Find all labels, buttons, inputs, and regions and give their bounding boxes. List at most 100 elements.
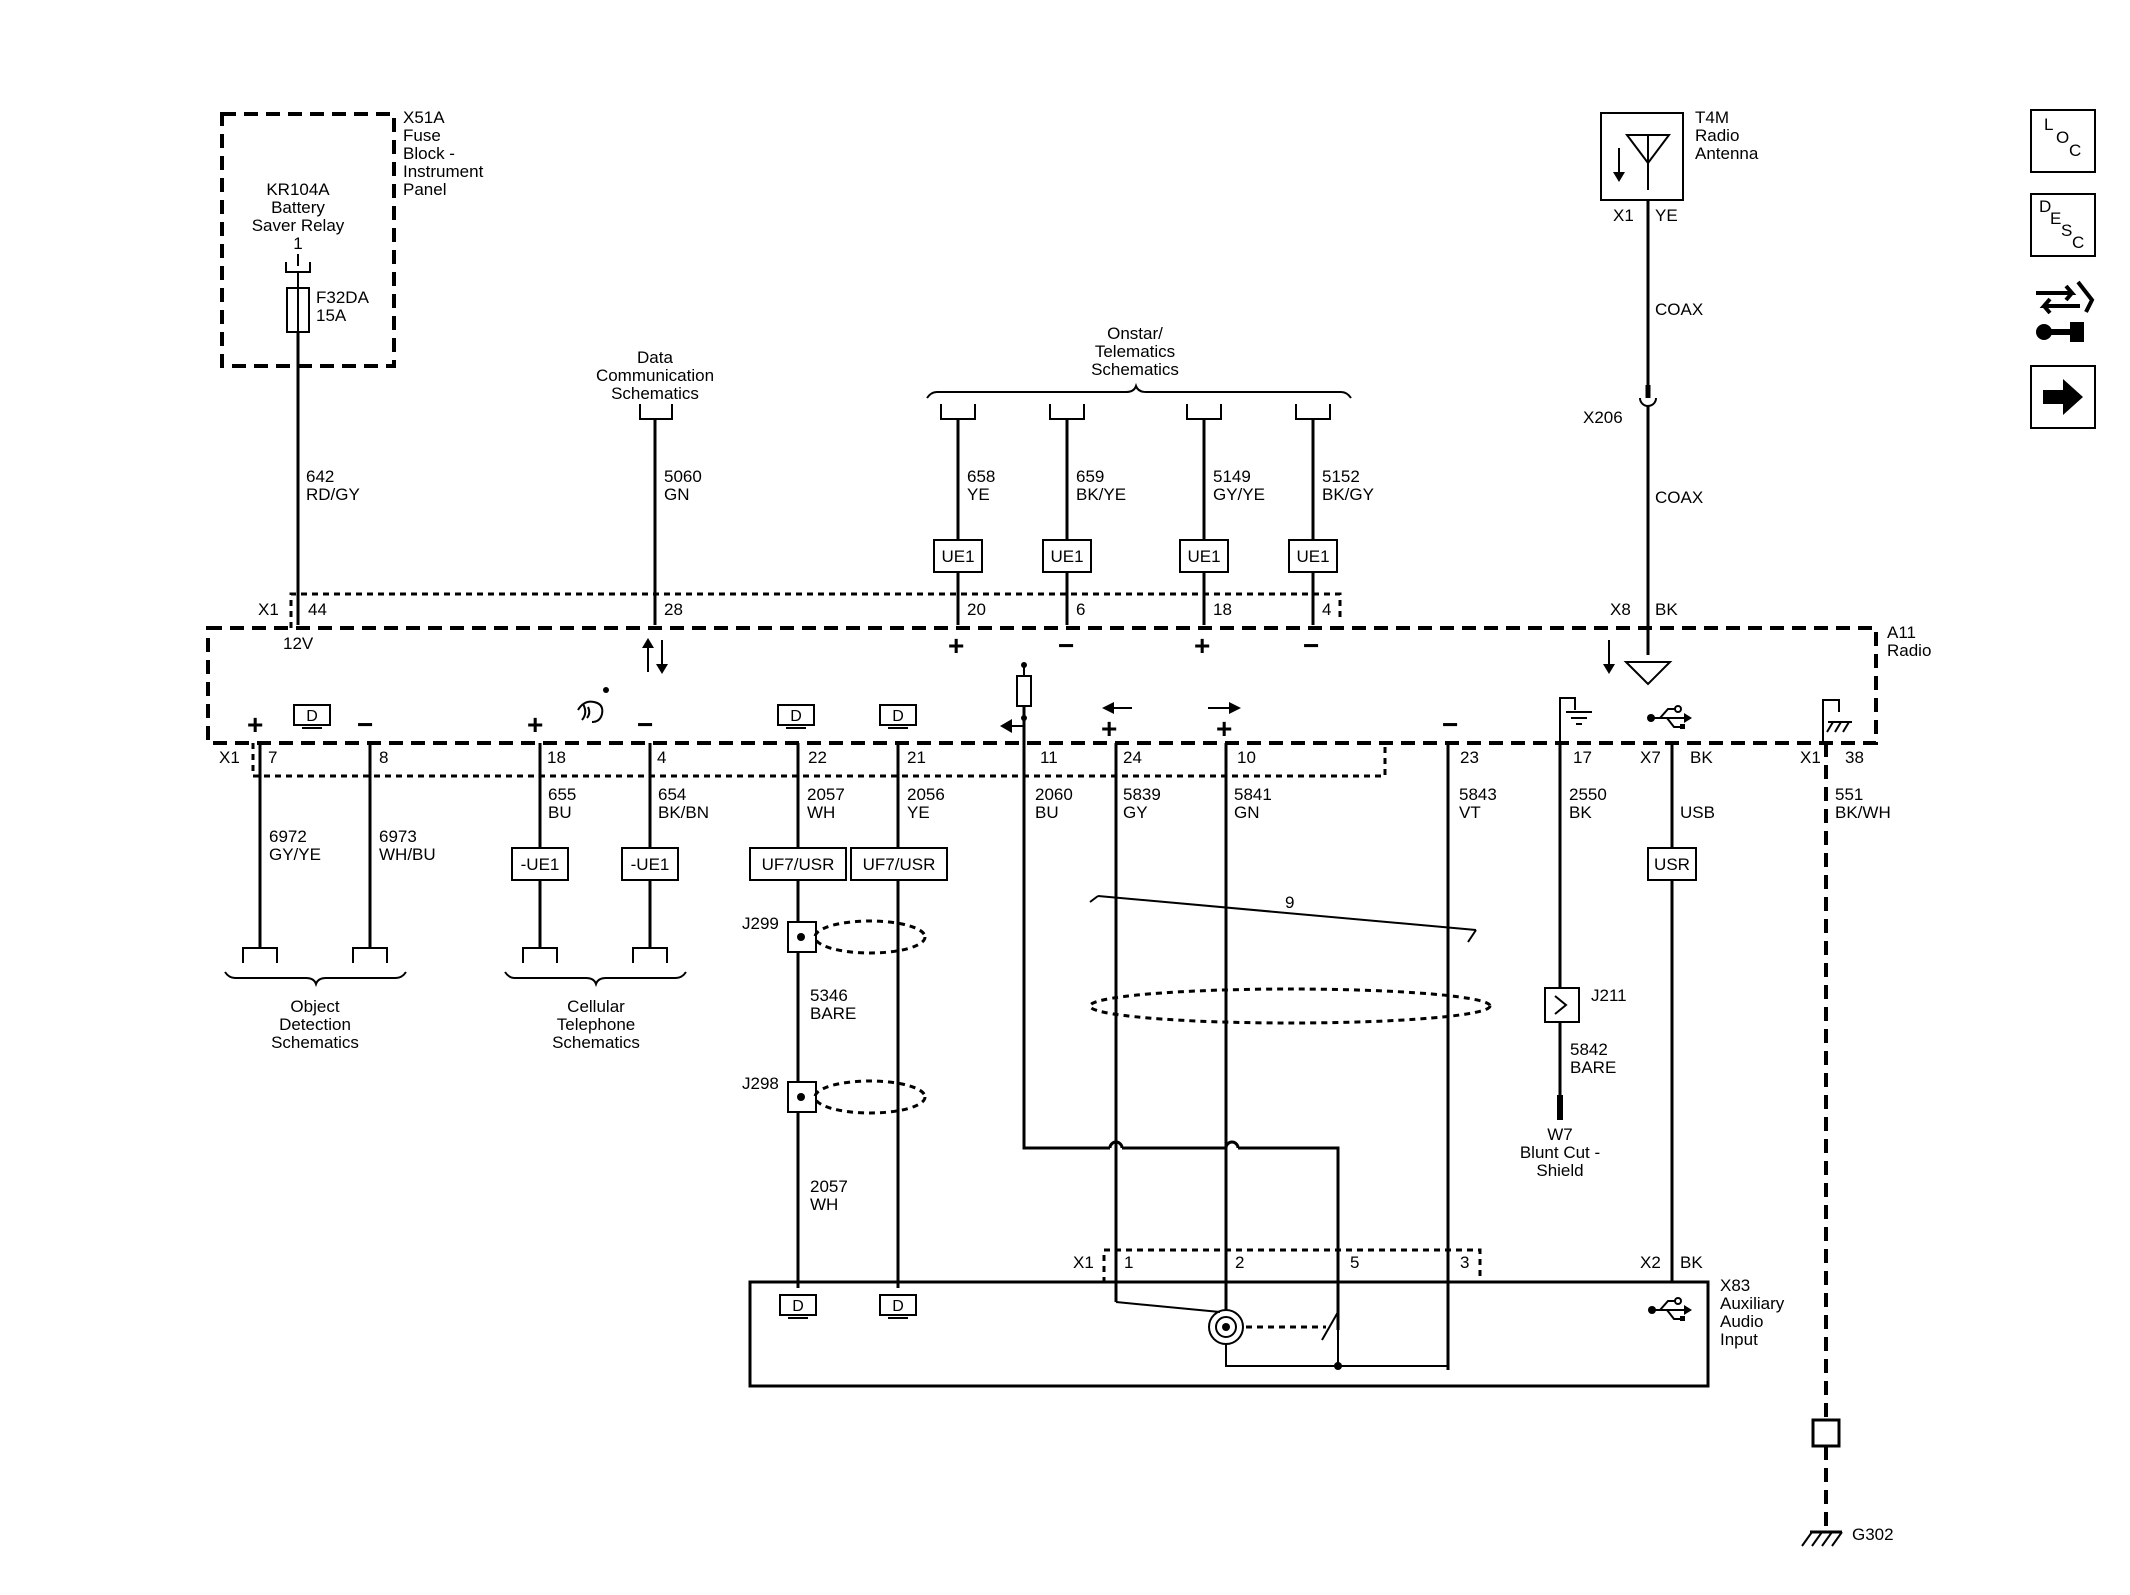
svg-text:654: 654 (658, 785, 686, 804)
svg-text:2056: 2056 (907, 785, 945, 804)
fuse-id: F32DA (316, 288, 370, 307)
svg-text:WH: WH (807, 803, 835, 822)
svg-text:UF7/USR: UF7/USR (863, 855, 936, 874)
svg-text:-UE1: -UE1 (521, 855, 560, 874)
display-d-icons: D D D (293, 704, 917, 729)
svg-text:Block -: Block - (403, 144, 455, 163)
coax-label-lower: COAX (1655, 488, 1703, 507)
svg-text:4: 4 (657, 748, 666, 767)
svg-text:23: 23 (1460, 748, 1479, 767)
svg-text:Auxiliary: Auxiliary (1720, 1294, 1785, 1313)
pin11-switch-icon (1000, 662, 1032, 743)
svg-text:Blunt Cut -: Blunt Cut - (1520, 1143, 1600, 1162)
svg-text:6972: 6972 (269, 827, 307, 846)
x206-inline-connector (1639, 385, 1657, 407)
svg-text:Instrument: Instrument (403, 162, 484, 181)
usr-box: USR (1647, 847, 1697, 881)
lower-wire-circuit: 2057 (810, 1177, 848, 1196)
svg-text:GY/YE: GY/YE (269, 845, 321, 864)
minus-symbol: − (357, 709, 373, 740)
right-arrow-icon (2043, 379, 2083, 415)
radio-x8-color: BK (1655, 600, 1678, 619)
svg-text:E: E (2050, 209, 2061, 228)
minus-symbol: − (1058, 630, 1074, 661)
svg-text:655: 655 (548, 785, 576, 804)
fuse-block-outline (220, 112, 396, 368)
radio-x1-connector-bottom (251, 743, 1387, 778)
aux-label: X83 Auxiliary Audio Input (1720, 1276, 1785, 1349)
location-button[interactable]: L O C (2030, 109, 2096, 173)
aux-module-outline (748, 1280, 1710, 1388)
minus-symbol: − (637, 709, 653, 740)
svg-text:5149: 5149 (1213, 467, 1251, 486)
svg-text:Schematics: Schematics (611, 384, 699, 403)
usb-icon (1647, 705, 1692, 729)
plus-symbol: + (247, 709, 263, 740)
svg-text:S: S (2061, 221, 2072, 240)
svg-text:6: 6 (1076, 600, 1085, 619)
svg-text:2550: 2550 (1569, 785, 1607, 804)
svg-text:UF7/USR: UF7/USR (762, 855, 835, 874)
plus-symbol: + (948, 630, 964, 661)
svg-text:J299: J299 (742, 914, 779, 933)
svg-text:BU: BU (548, 803, 572, 822)
svg-text:658: 658 (967, 467, 995, 486)
svg-text:Audio: Audio (1720, 1312, 1763, 1331)
svg-text:10: 10 (1237, 748, 1256, 767)
svg-text:L: L (2044, 115, 2053, 134)
drain-wire-color: BARE (810, 1004, 856, 1023)
aux-x1-label: X1 (1073, 1253, 1094, 1272)
ground-antenna-icon (1603, 640, 1615, 674)
svg-text:5843: 5843 (1459, 785, 1497, 804)
svg-text:YE: YE (907, 803, 930, 822)
top-wires (296, 332, 1315, 625)
svg-text:2057: 2057 (807, 785, 845, 804)
data-comm-bidirectional-icon (642, 638, 668, 674)
neg-ue1-boxes: -UE1 -UE1 (511, 847, 679, 881)
svg-text:Schematics: Schematics (271, 1033, 359, 1052)
svg-text:C: C (2069, 141, 2081, 160)
ue1-boxes: UE1 UE1 UE1 UE1 (933, 539, 1338, 573)
svg-text:18: 18 (1213, 600, 1232, 619)
svg-text:22: 22 (808, 748, 827, 767)
splice-j298: J298 (742, 1074, 927, 1115)
ground-connector (1811, 1418, 1841, 1448)
next-page-button[interactable] (2030, 365, 2096, 429)
fuse-amp: 15A (316, 306, 347, 325)
plus-symbol: + (1194, 630, 1210, 661)
svg-text:BK/GY: BK/GY (1322, 485, 1374, 504)
radio-bottom-connector-label: X1 (219, 748, 240, 767)
svg-text:20: 20 (967, 600, 986, 619)
plus-symbol: + (1101, 713, 1117, 744)
lower-wire-color: WH (810, 1195, 838, 1214)
aux-x2-label: X2 (1640, 1253, 1661, 1272)
svg-text:Panel: Panel (403, 180, 446, 199)
relay-label: KR104A Battery Saver Relay 1 (252, 180, 345, 253)
svg-text:W7: W7 (1547, 1125, 1573, 1144)
svg-text:BK/BN: BK/BN (658, 803, 709, 822)
svg-text:Object: Object (290, 997, 339, 1016)
aux-display-d-icons: D D (779, 1294, 917, 1319)
radio-top-connector-label: X1 (258, 600, 279, 619)
svg-text:Antenna: Antenna (1695, 144, 1759, 163)
plus-symbol: + (1216, 713, 1232, 744)
onstar-brace (926, 382, 1352, 399)
radio-x1-connector-top (289, 592, 1342, 628)
splice-j211: J211 (1544, 986, 1627, 1023)
connector-end-view-button[interactable] (2031, 276, 2095, 346)
cellular-connectors (504, 947, 687, 988)
svg-text:Fuse: Fuse (403, 126, 441, 145)
svg-text:642: 642 (306, 467, 334, 486)
svg-text:GY/YE: GY/YE (1213, 485, 1265, 504)
plus-symbol: + (527, 709, 543, 740)
svg-text:8: 8 (379, 748, 388, 767)
svg-text:7: 7 (268, 748, 277, 767)
svg-text:Cellular: Cellular (567, 997, 625, 1016)
svg-text:5839: 5839 (1123, 785, 1161, 804)
svg-text:USR: USR (1654, 855, 1690, 874)
svg-text:9: 9 (1285, 893, 1294, 912)
svg-text:GN: GN (1234, 803, 1260, 822)
description-button[interactable]: D E S C (2030, 193, 2096, 257)
svg-text:Shield: Shield (1536, 1161, 1583, 1180)
